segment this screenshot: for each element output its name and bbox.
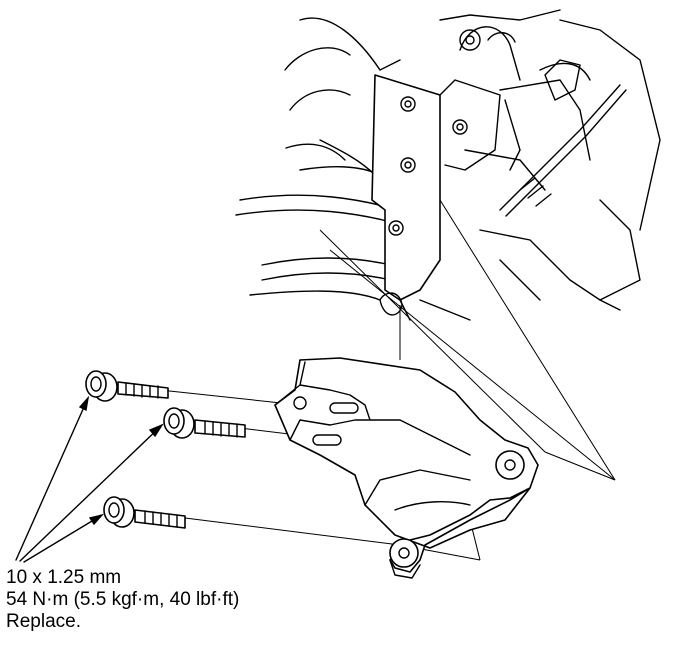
flange-bolt-2 [163,407,246,439]
leader-arrows [15,395,164,563]
bolt-size-label: 10 x 1.25 mm [6,567,122,588]
engine-background [235,9,661,321]
replace-note: Replace. [6,611,81,632]
engine-mount-bracket [274,357,539,579]
torque-spec-label: 54 N·m (5.5 kgf·m, 40 lbf·ft) [6,589,240,610]
flange-bolt-3 [103,496,186,529]
flange-bolt-1 [85,370,169,402]
